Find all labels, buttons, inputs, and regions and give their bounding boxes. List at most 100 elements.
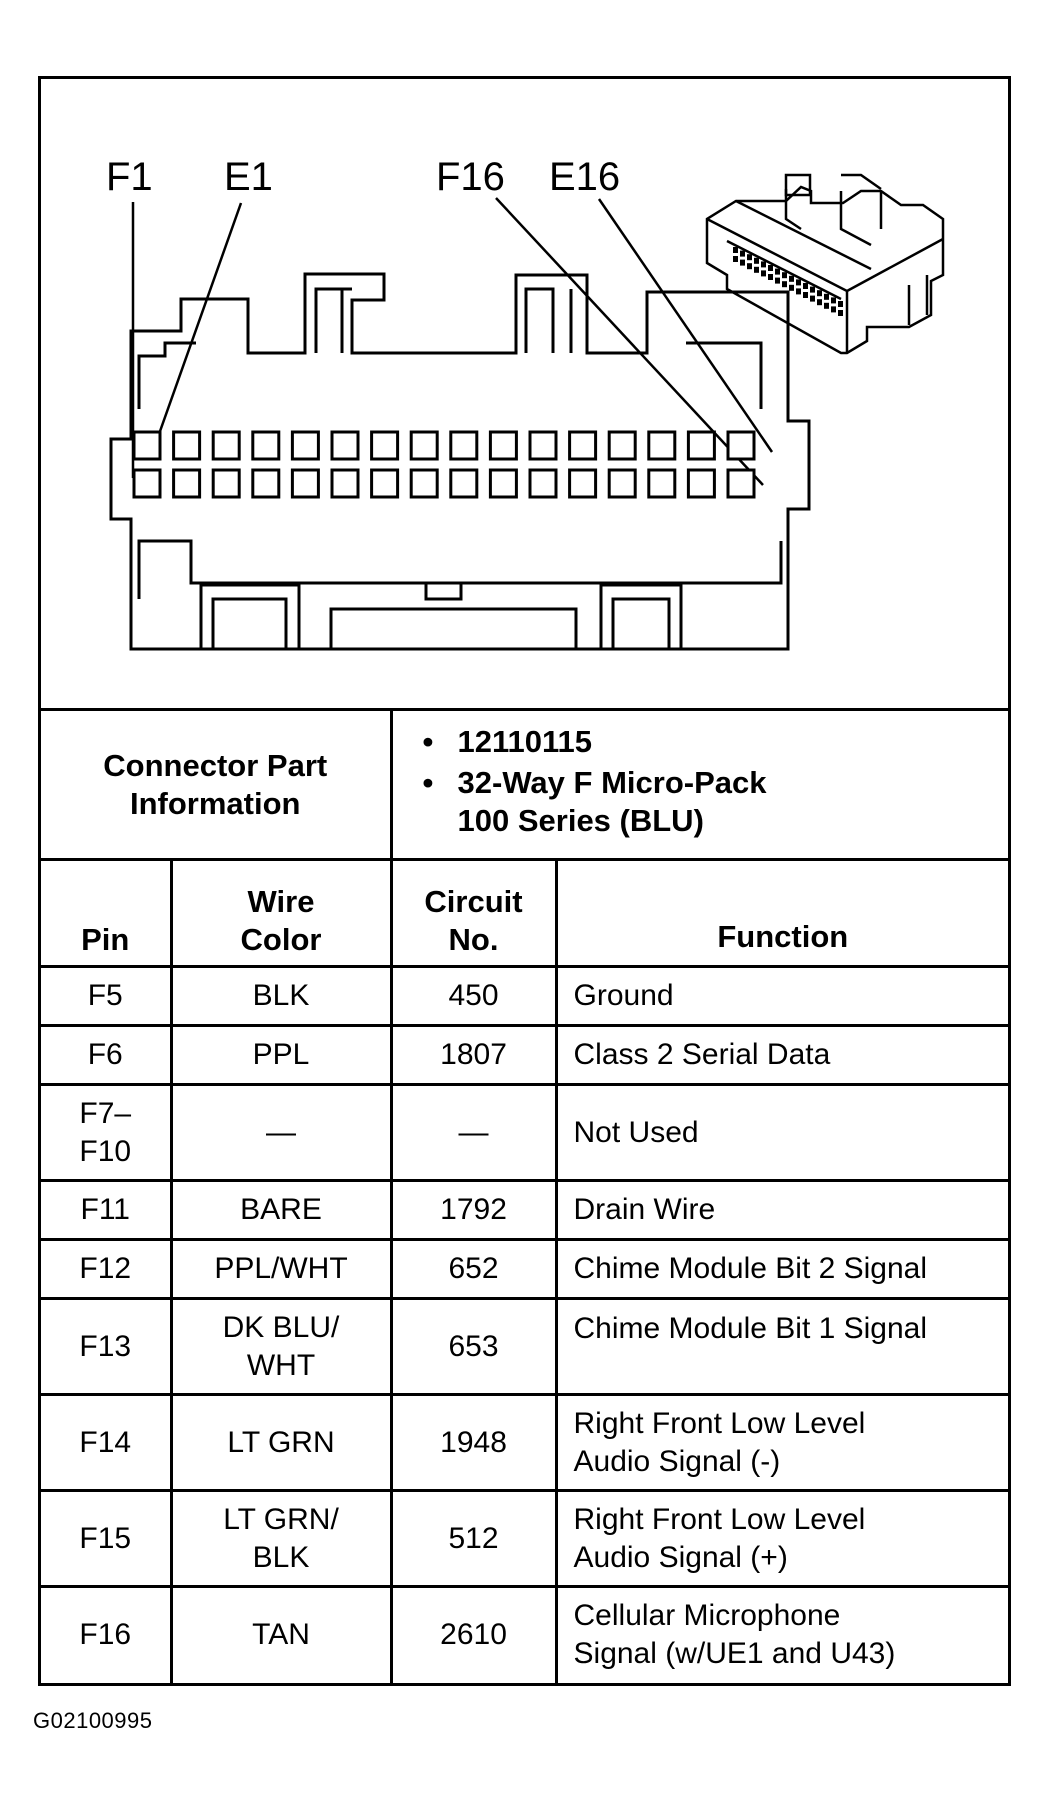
pin-cavity [132, 468, 162, 499]
pin-cavity [607, 430, 637, 461]
pin-cavity [370, 468, 400, 499]
circuit-cell-text: 1948 [440, 1425, 507, 1459]
isometric-pin-cavities [733, 247, 843, 316]
bullet-icon: • [422, 765, 434, 800]
pin-cavity [488, 430, 518, 461]
wire-color-cell-text: LT GRN/ [223, 1502, 339, 1536]
function-cell-text: Audio Signal (-) [573, 1444, 781, 1478]
pin-cavity [211, 468, 241, 499]
circuit-cell-text: 450 [448, 979, 499, 1012]
circuit-cell-text: 653 [448, 1329, 499, 1363]
bullet-icon: • [422, 724, 434, 759]
pin-cell-text: F16 [79, 1618, 132, 1652]
circuit-cell: 512 [389, 1489, 558, 1588]
connector-part-header-line1: Connector Part [103, 747, 328, 783]
figure-code: G02100995 [33, 1708, 153, 1733]
pin-cell-text: F11 [80, 1193, 130, 1226]
iso-pin-cavity [761, 261, 766, 268]
iso-pin-cavity [754, 266, 759, 273]
iso-pin-cavity [789, 275, 794, 282]
function-cell: Chime Module Bit 2 Signal [554, 1238, 1009, 1300]
wire-color-cell-text: BLK [252, 979, 310, 1012]
pin-cavity [409, 430, 439, 461]
function-cell: Chime Module Bit 1 Signal [554, 1297, 1009, 1396]
pin-header-text: Pin [81, 922, 130, 957]
function-cell: Ground [554, 965, 1009, 1027]
pin-cavity [568, 468, 598, 499]
wire-color-cell: PPL/WHT [169, 1238, 393, 1300]
circuit-cell: 450 [389, 965, 558, 1027]
pin-label-f16: F16 [436, 155, 505, 199]
function-cell-text: Signal (w/UE1 and U43) [573, 1637, 896, 1671]
iso-pin-cavity [775, 268, 780, 275]
wire-color-cell-text: PPL/WHT [214, 1252, 348, 1285]
circuit-header-line2: No. [448, 922, 499, 957]
wire-color-cell-text: TAN [252, 1618, 310, 1652]
pin-label-e16: E16 [549, 155, 620, 199]
leader-line-f16 [495, 197, 764, 486]
pin-cavity [647, 430, 677, 461]
function-cell-text: Audio Signal (+) [573, 1540, 788, 1574]
iso-pin-cavity [838, 310, 843, 316]
iso-pin-cavity [796, 279, 801, 286]
circuit-cell-text: 1807 [440, 1038, 507, 1071]
pin-label-f1: F1 [106, 155, 153, 199]
circuit-header-line1: Circuit [424, 884, 523, 919]
pin-cell-text: F12 [79, 1252, 132, 1285]
iso-pin-cavity [789, 284, 794, 291]
pin-cavity [172, 468, 202, 499]
pin-cell: F15 [41, 1489, 173, 1588]
iso-pin-cavity [810, 295, 815, 302]
iso-pin-cavity [775, 277, 780, 284]
wire-color-cell-text: DK BLU/ [222, 1310, 340, 1344]
wire-color-cell: LT GRN/BLK [169, 1489, 393, 1588]
iso-pin-cavity [796, 288, 801, 295]
iso-pin-cavity [761, 270, 766, 277]
iso-pin-cavity [803, 283, 808, 289]
function-cell-text: Right Front Low Level [573, 1502, 866, 1536]
function-cell-text: Right Front Low Level [573, 1406, 866, 1440]
pin-cell: F11 [41, 1179, 173, 1241]
description-line1: 32-Way F Micro-Pack [457, 765, 767, 800]
pin-cavity [568, 430, 598, 461]
function-cell-text: Chime Module Bit 2 Signal [573, 1252, 928, 1285]
connector-diagram: F1 E1 F16 E16 [41, 79, 1008, 708]
pin-cavity [211, 430, 241, 461]
circuit-cell-text: 1792 [440, 1193, 507, 1226]
pin-cavity [290, 468, 320, 499]
leader-line-e1 [151, 202, 243, 452]
iso-pin-cavity [768, 274, 773, 280]
wire-color-cell: LT GRN [169, 1393, 393, 1492]
pin-cavity [409, 468, 439, 499]
pin-cavity [528, 468, 558, 499]
part-number: 12110115 [457, 724, 593, 759]
iso-pin-cavity [831, 306, 836, 313]
wire-color-cell-text: PPL [252, 1038, 310, 1071]
wire-color-cell: BLK [169, 965, 393, 1027]
function-cell-text: Drain Wire [573, 1193, 716, 1226]
circuit-cell: 652 [389, 1238, 558, 1300]
wire-color-cell-text: WHT [246, 1348, 316, 1382]
connector-part-info-header: Connector Part Information [41, 708, 393, 861]
circuit-cell: 1792 [389, 1179, 558, 1241]
wire-color-cell: DK BLU/WHT [169, 1297, 393, 1396]
connector-frame: F1 E1 F16 E16 [38, 76, 1011, 1686]
wire-color-cell: TAN [169, 1585, 393, 1683]
connector-face-drawing: F1 E1 F16 E16 [106, 155, 945, 651]
wire-color-header-line1: Wire [247, 884, 315, 919]
function-cell-text: Class 2 Serial Data [573, 1038, 831, 1071]
pin-cavity [251, 468, 281, 499]
iso-pin-cavity [817, 299, 822, 306]
iso-pin-cavity [740, 250, 745, 257]
column-header-row: Pin Wire Color Circuit No. Function [41, 858, 1009, 967]
pin-cell: F12 [41, 1238, 173, 1300]
pin-cavity [370, 430, 400, 461]
pinout-table: Connector Part Information • 12110115 • … [41, 708, 1009, 1683]
pin-cell-text: F15 [79, 1521, 132, 1555]
